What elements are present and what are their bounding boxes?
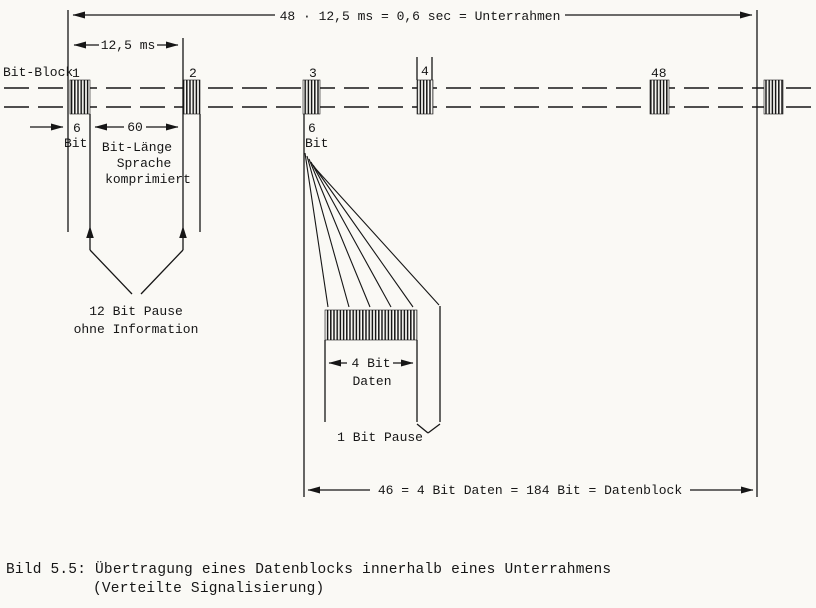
figure-caption-line1: Bild 5.5: Übertragung eines Datenblocks … bbox=[6, 560, 611, 578]
figure-caption-line2: (Verteilte Signalisierung) bbox=[93, 581, 324, 597]
zoom-dimension-label: 4 Bit bbox=[351, 356, 390, 371]
block-number-3: 3 bbox=[309, 66, 317, 81]
bit-block-1 bbox=[69, 79, 91, 115]
magnification-fan-lines bbox=[304, 152, 440, 308]
block-number-4: 4 bbox=[421, 64, 429, 79]
construction-lines bbox=[67, 10, 758, 497]
block-number-48: 48 bbox=[651, 66, 667, 81]
magnified-block-edges bbox=[324, 306, 441, 434]
magnified-data-block bbox=[324, 309, 418, 341]
datablock-dimension-label: 46 = 4 Bit Daten = 184 Bit = Datenblock bbox=[378, 483, 682, 498]
speech-bits-value: 60 bbox=[127, 120, 143, 135]
bit-blocks bbox=[69, 79, 784, 115]
bit-block-3 bbox=[302, 79, 321, 115]
speech-label-2: Sprache bbox=[117, 156, 172, 171]
data-bits-value: 6 bbox=[308, 121, 316, 136]
bit-block-next bbox=[763, 79, 784, 115]
data-bits-unit: Bit bbox=[305, 136, 328, 151]
bit-block-2 bbox=[182, 79, 201, 115]
timeline-dashed-lines bbox=[4, 87, 812, 108]
speech-label-1: Bit-Länge bbox=[102, 140, 172, 155]
block-period-label: 12,5 ms bbox=[101, 38, 156, 53]
pause-funnel-arrows bbox=[86, 226, 187, 295]
up-arrowhead-left bbox=[86, 226, 94, 238]
subframe-dimension-label: 48 · 12,5 ms = 0,6 sec = Unterrahmen bbox=[280, 9, 561, 24]
bit-block-48 bbox=[649, 79, 670, 115]
bit-block-4 bbox=[416, 79, 434, 115]
zoom-pause-label: 1 Bit Pause bbox=[337, 430, 423, 445]
pause-note-line1: 12 Bit Pause bbox=[89, 304, 183, 319]
speech-label-3: komprimiert bbox=[105, 172, 191, 187]
bit-block-label: Bit-Block bbox=[3, 65, 73, 80]
zoom-data-label: Daten bbox=[352, 374, 391, 389]
dimension-arrows bbox=[30, 11, 754, 494]
sync-bits-value: 6 bbox=[73, 121, 81, 136]
up-arrowhead-right bbox=[179, 226, 187, 238]
block-number-1: 1 bbox=[72, 66, 80, 81]
pause-note-line2: ohne Information bbox=[74, 322, 199, 337]
sync-bits-unit: Bit bbox=[64, 136, 87, 151]
block-number-2: 2 bbox=[189, 66, 197, 81]
